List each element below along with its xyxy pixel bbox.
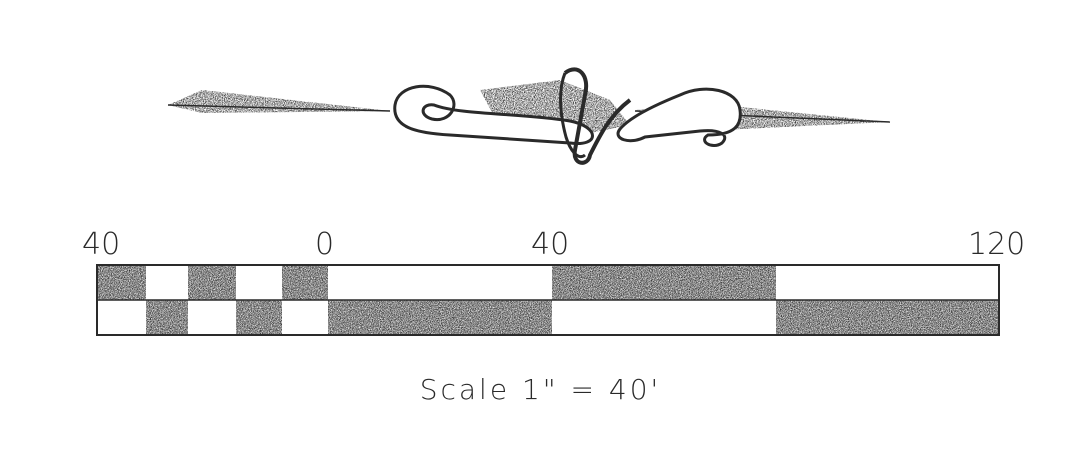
scale-cell-dark bbox=[188, 265, 236, 300]
scale-cell-dark bbox=[236, 300, 282, 335]
scale-cell-dark bbox=[552, 265, 776, 300]
scale-tick-label: 40 bbox=[82, 227, 121, 262]
scale-tick-label: 0 bbox=[315, 227, 335, 262]
scale-cell-dark bbox=[96, 265, 146, 300]
scale-cell-dark bbox=[328, 300, 552, 335]
scale-cell-dark bbox=[146, 300, 188, 335]
scale-tick-label: 40 bbox=[531, 227, 570, 262]
scale-caption: Scale 1" = 40' bbox=[419, 373, 662, 406]
scale-bar bbox=[96, 264, 1000, 336]
scale-cell-dark bbox=[776, 300, 1000, 335]
scale-cell-dark bbox=[282, 265, 328, 300]
north-arrow-icon bbox=[167, 67, 891, 165]
scale-tick-label: 120 bbox=[968, 227, 1026, 262]
